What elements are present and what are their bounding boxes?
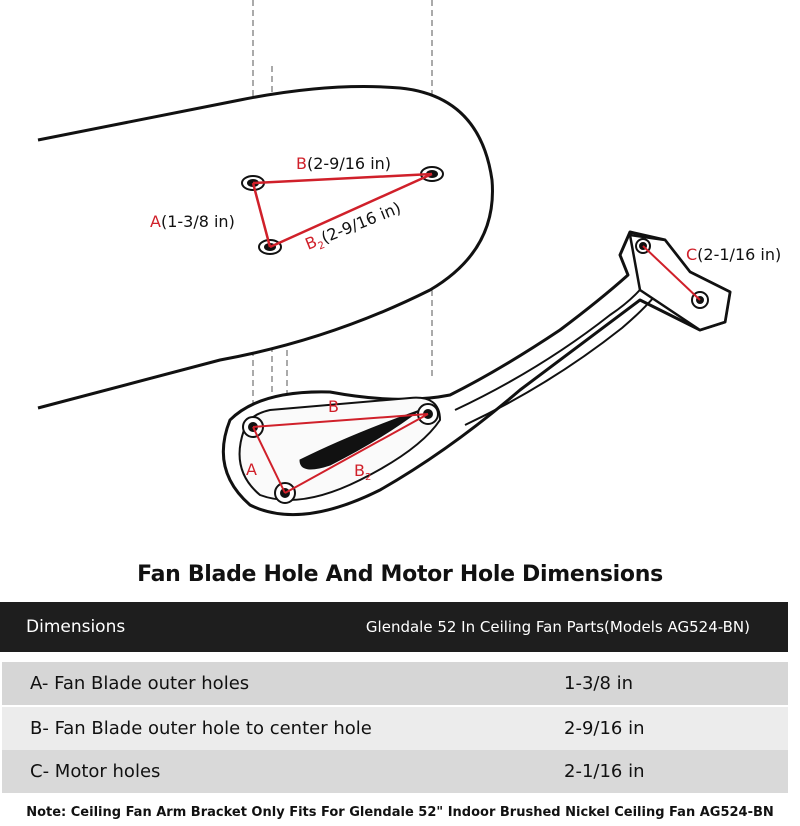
bracket-dimension-lines bbox=[252, 245, 701, 494]
dim-b-bottom: B bbox=[328, 397, 339, 416]
dim-b-top: B(2-9/16 in) bbox=[296, 154, 391, 173]
table-row: A- Fan Blade outer holes 1-3/8 in bbox=[2, 662, 788, 705]
row-value: 1-3/8 in bbox=[564, 673, 634, 694]
table-row: B- Fan Blade outer hole to center hole 2… bbox=[2, 707, 788, 750]
fan-blade-bracket-diagram: B(2-9/16 in) A(1-3/8 in) B2(2-9/16 in) bbox=[37, 0, 781, 517]
dim-b2-bottom: B2 bbox=[354, 461, 371, 483]
bracket-arm bbox=[221, 230, 732, 517]
row-label: C- Motor holes bbox=[30, 761, 161, 782]
page-title: Fan Blade Hole And Motor Hole Dimensions bbox=[137, 562, 663, 587]
blade-dimension-lines bbox=[251, 172, 433, 249]
table-row: C- Motor holes 2-1/16 in bbox=[2, 750, 788, 793]
dim-c: C(2-1/16 in) bbox=[686, 245, 781, 264]
header-product: Glendale 52 In Ceiling Fan Parts(Models … bbox=[365, 618, 750, 636]
dim-a-top: A(1-3/8 in) bbox=[150, 212, 235, 231]
header-dimensions: Dimensions bbox=[26, 617, 126, 637]
dim-a-bottom: A bbox=[246, 460, 257, 479]
row-label: B- Fan Blade outer hole to center hole bbox=[30, 718, 372, 739]
footnote: Note: Ceiling Fan Arm Bracket Only Fits … bbox=[26, 805, 774, 820]
row-label: A- Fan Blade outer holes bbox=[30, 673, 250, 694]
row-value: 2-9/16 in bbox=[564, 718, 645, 739]
table-header: Dimensions Glendale 52 In Ceiling Fan Pa… bbox=[0, 602, 788, 652]
row-value: 2-1/16 in bbox=[564, 761, 645, 782]
